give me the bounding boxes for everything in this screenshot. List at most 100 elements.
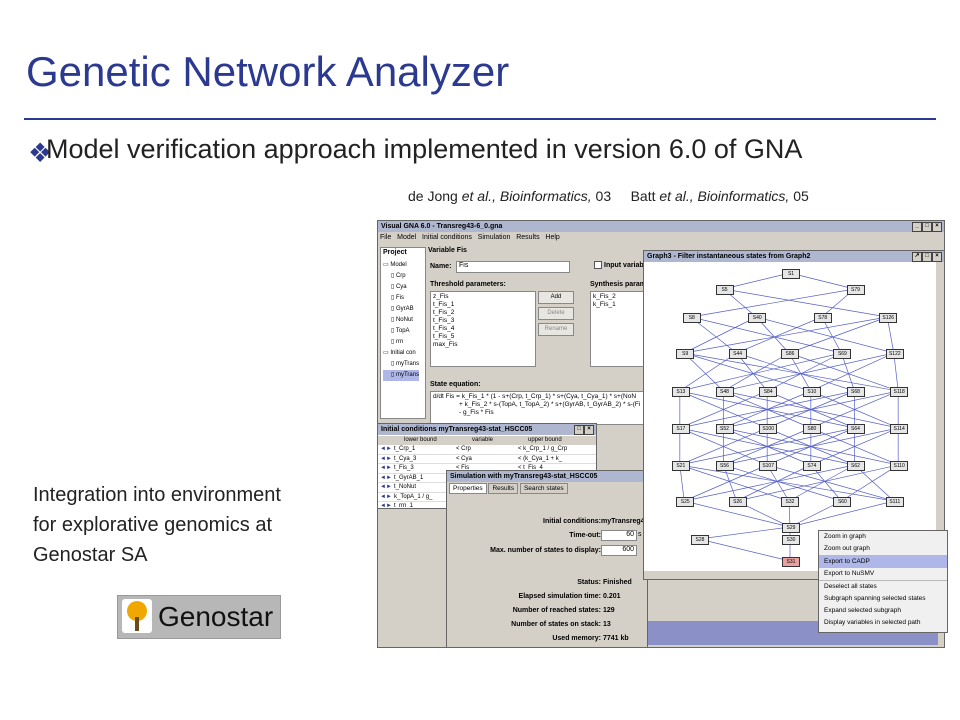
graph-node[interactable]: S110: [890, 461, 909, 471]
graph-node[interactable]: S13: [671, 387, 690, 397]
table-row[interactable]: ◄►t_rrn_1: [378, 502, 596, 509]
table-cell[interactable]: t_Crp_1: [394, 446, 416, 452]
graph-node[interactable]: S69: [833, 349, 852, 359]
graph-node[interactable]: S28: [691, 535, 709, 545]
maximize-icon[interactable]: □: [922, 222, 932, 232]
graph-node[interactable]: S111: [885, 497, 904, 507]
list-item[interactable]: t_Fis_2: [433, 309, 455, 316]
timeout-field[interactable]: 60: [601, 530, 637, 541]
list-item[interactable]: max_Fis: [433, 341, 458, 348]
horizontal-scrollbar[interactable]: [644, 571, 936, 579]
table-cell[interactable]: < t_Fis_4: [518, 465, 543, 471]
tree-item[interactable]: ▭ Initial con: [383, 350, 416, 356]
context-menu-item[interactable]: Export to NuSMV: [824, 570, 875, 577]
table-cell[interactable]: < Fis: [456, 465, 470, 471]
graph-node[interactable]: S26: [728, 497, 747, 507]
close-icon[interactable]: ×: [584, 425, 594, 435]
table-cell[interactable]: t_GyrAB_1: [394, 474, 424, 481]
table-cell[interactable]: < k_Crp_1 / g_Crp: [518, 446, 568, 452]
input-variable-checkbox[interactable]: [594, 261, 602, 269]
graph-node[interactable]: S9: [676, 349, 695, 359]
graph-node[interactable]: S29: [782, 523, 800, 533]
name-field[interactable]: Fis: [456, 261, 570, 273]
tree-item[interactable]: ▯ NoNut: [391, 317, 413, 323]
graph-node[interactable]: S80: [802, 424, 821, 434]
tab-properties[interactable]: Properties: [449, 483, 487, 494]
table-cell[interactable]: t_NoNut: [394, 484, 417, 490]
table-cell[interactable]: < (k_Cya_1 + k_: [518, 455, 563, 462]
table-cell[interactable]: t_Cya_3: [394, 455, 417, 462]
table-cell[interactable]: < Cya: [456, 455, 472, 462]
add-button[interactable]: Add: [538, 291, 574, 304]
close-icon[interactable]: ×: [932, 222, 942, 232]
graph-node[interactable]: S62: [846, 461, 865, 471]
tree-item[interactable]: ▯ myTrans: [391, 361, 420, 367]
graph-node[interactable]: S56: [715, 461, 734, 471]
graph-node[interactable]: S86: [781, 349, 799, 359]
graph-node[interactable]: S100: [759, 424, 778, 434]
rename-button[interactable]: Rename: [538, 323, 574, 336]
graph-node[interactable]: S17: [671, 424, 690, 434]
graph-node[interactable]: S114: [890, 424, 909, 434]
menu-results[interactable]: Results: [516, 234, 540, 241]
graph-node[interactable]: S84: [759, 387, 778, 397]
graph-node[interactable]: S79: [846, 285, 865, 295]
graph-node[interactable]: S74: [802, 461, 821, 471]
context-menu-item[interactable]: Display variables in selected path: [824, 619, 921, 626]
context-menu-item[interactable]: Zoom out graph: [824, 545, 870, 552]
graph-node[interactable]: S118: [890, 387, 909, 397]
graph-node[interactable]: S64: [846, 424, 865, 434]
list-item[interactable]: z_Fis: [433, 293, 449, 300]
graph-node[interactable]: S31: [782, 557, 800, 567]
graph-node[interactable]: S68: [846, 387, 865, 397]
graph-node[interactable]: S30: [782, 535, 800, 545]
graph-node[interactable]: S25: [676, 497, 695, 507]
graph-node[interactable]: S8: [682, 313, 701, 323]
table-cell[interactable]: t_rrn_1: [394, 503, 414, 509]
graph-node[interactable]: S5: [715, 285, 734, 295]
graph-node[interactable]: S60: [833, 497, 852, 507]
tree-item[interactable]: ▯ GyrAB: [391, 306, 414, 312]
graph-node[interactable]: S10: [802, 387, 821, 397]
state-equation[interactable]: d/dt Fis = k_Fis_1 * (1 - s+(Crp, t_Crp_…: [430, 391, 652, 425]
context-menu-item[interactable]: Subgraph spanning selected states: [824, 595, 926, 602]
graph-node[interactable]: S52: [715, 424, 734, 434]
delete-button[interactable]: Delete: [538, 307, 574, 320]
table-row[interactable]: ◄►t_Cya_3 < Cya < (k_Cya_1 + k_: [378, 455, 596, 464]
tree-item[interactable]: ▭ Model: [383, 262, 407, 268]
menu-file[interactable]: File: [380, 234, 392, 241]
close-icon[interactable]: ×: [932, 252, 942, 262]
threshold-list[interactable]: z_Fis t_Fis_1 t_Fis_2 t_Fis_3 t_Fis_4 t_…: [430, 291, 536, 367]
graph-node[interactable]: S78: [813, 313, 832, 323]
arrow-buttons-icon[interactable]: ◄►: [380, 493, 392, 500]
vertical-scrollbar[interactable]: [936, 262, 944, 579]
tree-item[interactable]: ▯ TopA: [391, 328, 410, 334]
maximize-icon[interactable]: ↗: [912, 252, 922, 262]
arrow-buttons-icon[interactable]: ◄►: [380, 503, 392, 509]
menu-initial-conditions[interactable]: Initial conditions: [422, 234, 472, 241]
graph-node[interactable]: S107: [759, 461, 778, 471]
tree-item[interactable]: ▯ Cya: [391, 284, 407, 290]
maximize-icon[interactable]: □: [574, 425, 584, 435]
arrow-buttons-icon[interactable]: ◄►: [380, 474, 392, 481]
tree-item[interactable]: ▯ rrn: [391, 339, 404, 345]
context-menu-item[interactable]: Zoom in graph: [824, 533, 866, 540]
context-menu-item[interactable]: Expand selected subgraph: [824, 607, 901, 614]
table-cell[interactable]: t_Fis_3: [394, 465, 414, 471]
graph-node[interactable]: S44: [728, 349, 747, 359]
tab-search-states[interactable]: Search states: [519, 483, 568, 494]
list-item[interactable]: t_Fis_1: [433, 301, 455, 308]
context-menu-item[interactable]: Deselect all states: [819, 580, 947, 593]
arrow-buttons-icon[interactable]: ◄►: [380, 455, 392, 462]
menu-help[interactable]: Help: [545, 234, 560, 241]
graph-node[interactable]: S122: [885, 349, 904, 359]
tree-item[interactable]: ▯ Crp: [391, 273, 406, 279]
list-item[interactable]: t_Fis_5: [433, 333, 455, 340]
graph-node[interactable]: S1: [782, 269, 800, 279]
list-item[interactable]: t_Fis_4: [433, 325, 455, 332]
graph-node[interactable]: S40: [748, 313, 767, 323]
tree-item-selected[interactable]: ▯ myTrans: [383, 370, 420, 381]
max-states-field[interactable]: 600: [601, 545, 637, 556]
table-row[interactable]: ◄►t_Crp_1< Crp< k_Crp_1 / g_Crp: [378, 445, 596, 455]
